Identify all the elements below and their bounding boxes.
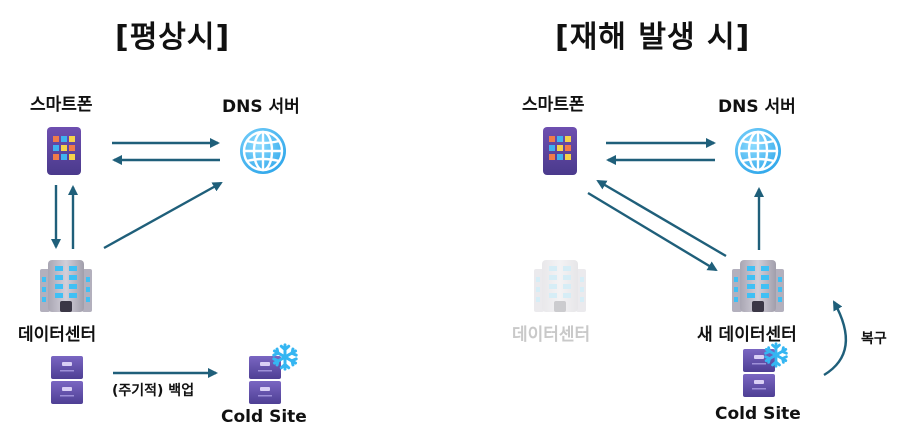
normal-dns-label: DNS 서버 — [222, 97, 300, 117]
arrow-phone-to-new-datacenter — [587, 191, 718, 272]
disaster-dns-label: DNS 서버 — [718, 97, 796, 117]
arrow-datacenter-to-dns — [103, 181, 223, 250]
disaster-smartphone-label: 스마트폰 — [522, 95, 585, 115]
disaster-title: [재해 발생 시] — [555, 20, 751, 55]
normal-coldsite-label: Cold Site — [221, 407, 307, 427]
disaster-coldsite-label: Cold Site — [715, 404, 801, 424]
old-datacenter-label: 데이터센터 — [512, 325, 591, 345]
normal-title: [평상시] — [115, 20, 231, 55]
arrow-new-datacenter-to-phone — [596, 179, 727, 258]
normal-datacenter-label: 데이터센터 — [18, 325, 97, 345]
normal-smartphone-label: 스마트폰 — [30, 95, 93, 115]
recovery-curved-arrow — [823, 300, 848, 377]
new-datacenter-label: 새 데이터센터 — [697, 325, 797, 345]
backup-label: (주기적) 백업 — [112, 383, 195, 399]
recovery-label: 복구 — [861, 331, 887, 347]
